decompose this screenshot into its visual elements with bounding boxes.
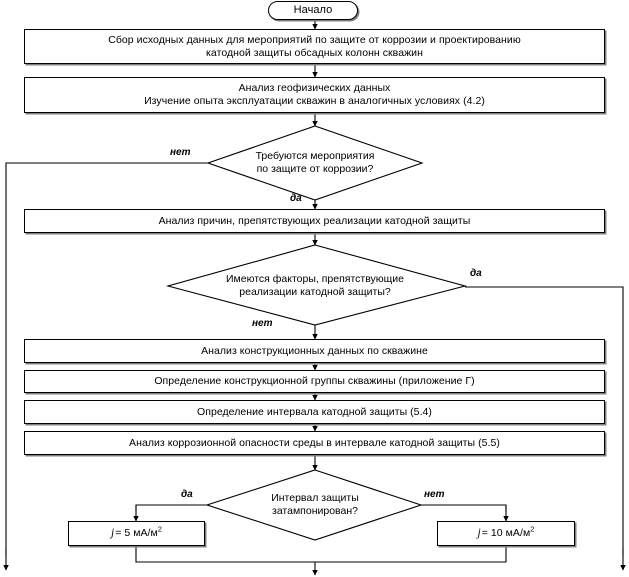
node-decision-obstructing-factors-line1: Имеются факторы, препятствующие <box>225 273 405 285</box>
node-process-causes-analysis[interactable]: Анализ причин, препятствующих реализации… <box>24 209 605 233</box>
current-density-exponent-right: 2 <box>530 524 535 534</box>
node-process-construction-data[interactable]: Анализ конструкционных данных по скважин… <box>24 339 605 363</box>
node-current-density-open[interactable]: j= 10 мА/м2 <box>437 521 575 546</box>
node-decision-interval-plugged[interactable]: Интервал защиты затампонирован? <box>252 492 378 518</box>
edge-label-d2-no: нет <box>252 318 273 329</box>
connector-jright-down <box>315 546 507 563</box>
node-decision-obstructing-factors-line2: реализации катодной защиты? <box>239 286 391 299</box>
node-decision-obstructing-factors[interactable]: Имеются факторы, препятствующие реализац… <box>200 273 430 299</box>
connector-d1-no-left <box>5 162 208 556</box>
connector-d3-yes-to-jleft <box>135 504 207 512</box>
node-process-corrosion-hazard[interactable]: Анализ коррозионной опасности среды в ин… <box>24 431 605 455</box>
node-current-density-plugged-value: j= 5 мА/м2 <box>111 526 162 540</box>
current-density-equals-right: = 10 мА/м <box>481 527 531 540</box>
connector-d3-no-to-jright <box>421 504 507 512</box>
node-process-corrosion-hazard-line1: Анализ коррозионной опасности среды в ин… <box>129 436 500 449</box>
node-process-construction-group-line1: Определение конструкционной группы скваж… <box>154 375 475 388</box>
edge-label-d1-yes: да <box>290 193 302 204</box>
edge-label-d2-yes: да <box>470 268 482 279</box>
node-process-initial-data-line2: катодной защиты обсадных колонн скважин <box>206 46 423 59</box>
node-process-geophysical-analysis-line2: Изучение опыта эксплуатации скважин в ан… <box>144 95 485 107</box>
current-density-equals-left: = 5 мА/м <box>115 527 158 540</box>
node-process-construction-data-line1: Анализ конструкционных данных по скважин… <box>201 344 428 357</box>
node-decision-corrosion-protection-needed-line1: Требуются мероприятия <box>255 150 375 162</box>
node-process-geophysical-analysis[interactable]: Анализ геофизических данных Изучение опы… <box>24 77 605 113</box>
current-density-symbol-left: j <box>110 527 115 540</box>
node-process-initial-data[interactable]: Сбор исходных данных для мероприятий по … <box>24 29 605 64</box>
current-density-symbol-right: j <box>477 527 481 540</box>
node-current-density-plugged[interactable]: j= 5 мА/м2 <box>68 521 205 546</box>
node-process-geophysical-analysis-line1: Анализ геофизических данных <box>238 82 391 95</box>
node-process-protection-interval[interactable]: Определение интервала катодной защиты (5… <box>24 400 605 424</box>
edge-label-d3-yes: да <box>181 489 193 500</box>
node-decision-corrosion-protection-needed[interactable]: Требуются мероприятия по защите от корро… <box>229 150 401 176</box>
decision-diamond-2 <box>165 244 468 326</box>
decision-diamond-1 <box>206 125 424 201</box>
node-process-protection-interval-line1: Определение интервала катодной защиты (5… <box>197 405 432 418</box>
node-start-label: Начало <box>293 3 333 16</box>
edge-label-d3-no: нет <box>424 489 445 500</box>
node-process-causes-analysis-line1: Анализ причин, препятствующих реализации… <box>158 214 471 227</box>
current-density-exponent-left: 2 <box>157 524 163 534</box>
node-process-initial-data-line1: Сбор исходных данных для мероприятий по … <box>108 33 521 46</box>
node-decision-interval-plugged-line1: Интервал защиты <box>271 492 359 504</box>
node-current-density-open-value: j= 10 мА/м2 <box>478 526 535 540</box>
node-decision-interval-plugged-line2: затампонирован? <box>272 505 358 518</box>
edge-label-d1-no: нет <box>170 147 191 158</box>
node-decision-corrosion-protection-needed-line2: по защите от коррозии? <box>256 163 374 176</box>
connector-d2-yes-right <box>465 286 624 556</box>
connector-jleft-down <box>135 546 315 563</box>
decision-diamond-3 <box>205 469 423 541</box>
node-process-construction-group[interactable]: Определение конструкционной группы скваж… <box>24 370 605 393</box>
node-start[interactable]: Начало <box>268 1 358 20</box>
